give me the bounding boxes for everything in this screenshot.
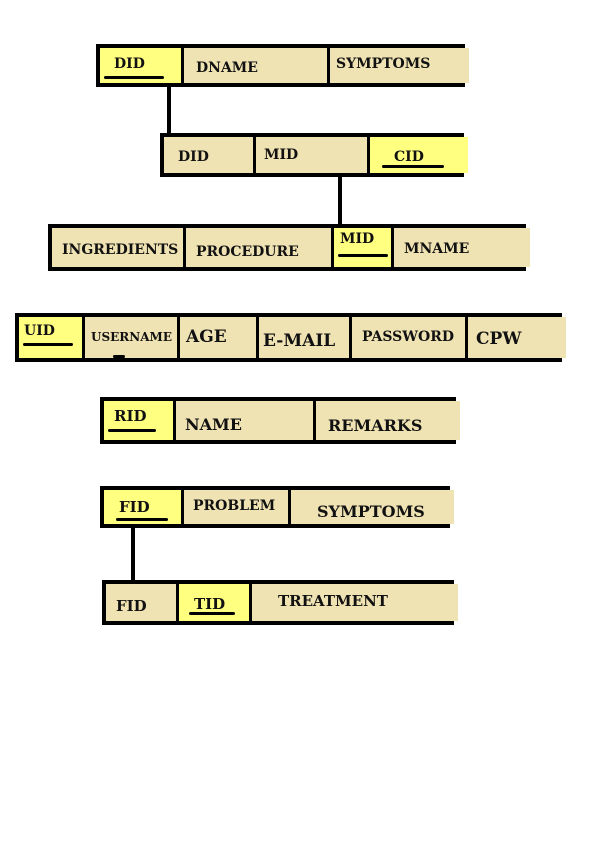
attribute-label: INGREDIENTS	[62, 242, 179, 258]
attribute-label: MID	[340, 231, 375, 247]
attribute-fid: FID	[106, 584, 179, 621]
relationship-connector	[167, 87, 171, 133]
attribute-mname: MNAME	[394, 228, 530, 267]
attribute-label: AGE	[186, 327, 227, 347]
attribute-label: FID	[116, 597, 147, 615]
key-underline	[108, 429, 156, 432]
entity-table-t5: RID NAME REMARKS	[100, 397, 460, 444]
attribute-mid: MID	[256, 137, 370, 173]
attribute-label: FID	[119, 498, 150, 516]
attribute-remarks: REMARKS	[316, 401, 460, 440]
key-underline	[113, 355, 125, 358]
attribute-procedure: PROCEDURE	[186, 228, 334, 267]
key-attribute-cid: CID	[370, 137, 468, 173]
attribute-password: PASSWORD	[352, 317, 468, 358]
attribute-symptoms: SYMPTOMS	[291, 490, 454, 524]
key-attribute-tid: TID	[179, 584, 252, 621]
attribute-label: USERNAME	[91, 330, 172, 344]
attribute-label: MID	[264, 147, 299, 163]
attribute-e-mail: E-MAIL	[259, 317, 352, 358]
attribute-label: PROCEDURE	[196, 244, 299, 260]
relationship-connector	[131, 528, 135, 580]
attribute-label: TREATMENT	[278, 592, 388, 610]
entity-table-t4: UID USERNAME AGE E-MAIL PASSWORD CPW	[15, 313, 566, 362]
entity-table-t6: FID PROBLEM SYMPTOMS	[100, 486, 454, 528]
attribute-label: RID	[114, 407, 147, 425]
attribute-age: AGE	[180, 317, 259, 358]
attribute-label: UID	[24, 323, 55, 339]
attribute-label: MNAME	[404, 241, 470, 257]
attribute-label: NAME	[185, 415, 242, 434]
attribute-username: USERNAME	[85, 317, 180, 358]
attribute-label: DID	[114, 56, 145, 72]
attribute-name: NAME	[176, 401, 316, 440]
entity-table-t7: FID TID TREATMENT	[102, 580, 458, 625]
attribute-cpw: CPW	[468, 317, 566, 358]
key-underline	[116, 518, 168, 521]
attribute-label: CID	[394, 149, 424, 165]
attribute-label: SYMPTOMS	[336, 56, 431, 72]
attribute-did: DID	[164, 137, 256, 173]
key-attribute-fid: FID	[104, 490, 184, 524]
key-underline	[338, 254, 388, 257]
attribute-label: DID	[178, 149, 209, 165]
attribute-symptoms: SYMPTOMS	[330, 48, 469, 83]
relationship-connector	[338, 177, 342, 224]
entity-table-t2: DID MID CID	[160, 133, 468, 177]
key-underline	[104, 76, 164, 79]
key-underline	[189, 612, 235, 615]
attribute-label: CPW	[476, 329, 522, 349]
entity-table-t3: INGREDIENTS PROCEDURE MID MNAME	[48, 224, 530, 271]
attribute-label: REMARKS	[328, 416, 423, 435]
attribute-label: DNAME	[196, 60, 258, 76]
key-underline	[23, 343, 73, 346]
attribute-dname: DNAME	[184, 48, 330, 83]
attribute-treatment: TREATMENT	[252, 584, 458, 621]
attribute-ingredients: INGREDIENTS	[52, 228, 186, 267]
entity-table-t1: DID DNAME SYMPTOMS	[96, 44, 469, 87]
key-attribute-rid: RID	[104, 401, 176, 440]
attribute-label: TID	[194, 595, 226, 613]
key-attribute-did: DID	[100, 48, 184, 83]
key-attribute-mid: MID	[334, 228, 394, 267]
attribute-label: E-MAIL	[263, 331, 336, 351]
key-underline	[382, 165, 444, 168]
key-attribute-uid: UID	[19, 317, 85, 358]
attribute-problem: PROBLEM	[184, 490, 291, 524]
attribute-label: PASSWORD	[362, 329, 454, 345]
attribute-label: SYMPTOMS	[317, 502, 425, 521]
attribute-label: PROBLEM	[193, 498, 276, 514]
